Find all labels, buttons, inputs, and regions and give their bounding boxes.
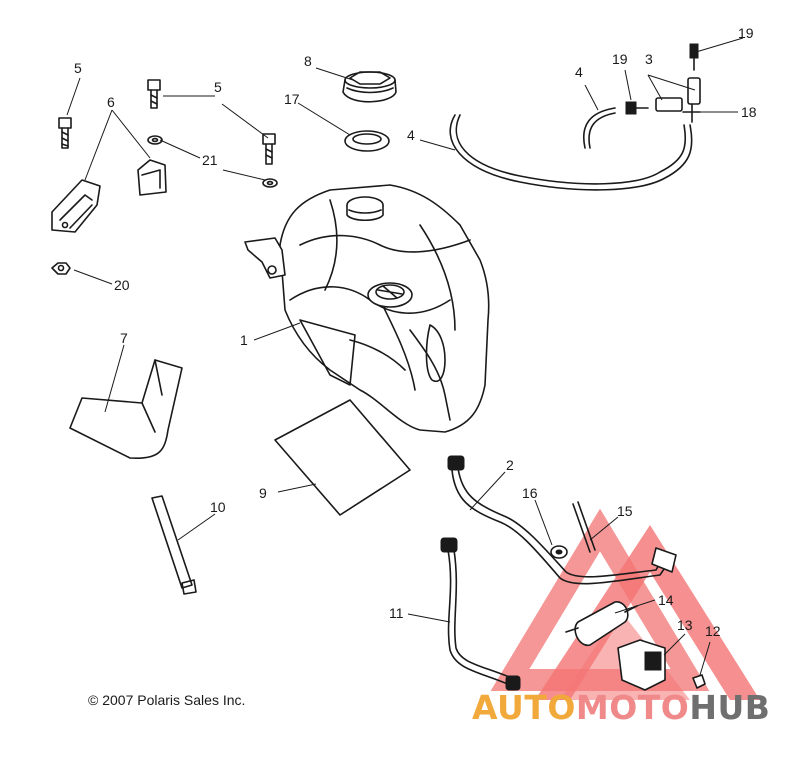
- fuel-line: [447, 455, 677, 585]
- callout-21: 21: [202, 152, 218, 168]
- cap-fitting-left: [625, 101, 649, 115]
- bolt-right: [262, 133, 276, 165]
- bolt-left: [58, 117, 72, 149]
- watermark-wordmark: AUTOMOTOHUB: [472, 688, 770, 727]
- nut: [51, 262, 71, 275]
- callout-13: 13: [677, 617, 693, 633]
- cap-gasket: [344, 130, 390, 152]
- callout-19-middle: 19: [612, 51, 628, 67]
- callout-14: 14: [658, 592, 674, 608]
- callout-2: 2: [506, 457, 514, 473]
- bracket-left: [51, 179, 101, 233]
- watermark-moto: MOTO: [575, 688, 690, 727]
- callout-6: 6: [107, 94, 115, 110]
- callout-5-right: 5: [214, 79, 222, 95]
- foam-sheet: [274, 399, 411, 516]
- callout-3: 3: [645, 51, 653, 67]
- tank-pad: [69, 359, 183, 459]
- bolt-top: [147, 79, 161, 109]
- callout-19-top: 19: [738, 25, 754, 41]
- callout-4-upper: 4: [575, 64, 583, 80]
- leader-lines: [66, 37, 744, 676]
- callout-11: 11: [389, 605, 404, 621]
- fuel-cap: [342, 71, 397, 103]
- callout-16: 16: [522, 485, 538, 501]
- filter-bracket: [617, 639, 666, 691]
- check-valve: [655, 97, 683, 112]
- watermark-auto: AUTO: [472, 688, 576, 727]
- copyright-notice: © 2007 Polaris Sales Inc.: [88, 692, 246, 708]
- callout-8: 8: [304, 53, 312, 69]
- callout-12: 12: [705, 623, 721, 639]
- grommet: [550, 545, 568, 559]
- cap-fitting-top: [689, 43, 699, 71]
- callout-18: 18: [741, 104, 757, 120]
- callout-9: 9: [259, 485, 267, 501]
- bracket-right: [137, 159, 167, 196]
- watermark-hub: HUB: [689, 688, 771, 727]
- fuel-tank: [244, 184, 490, 433]
- callout-20: 20: [114, 277, 130, 293]
- washer-top: [147, 135, 163, 145]
- callout-7: 7: [120, 330, 128, 346]
- cable-tie: [151, 495, 197, 595]
- screw: [692, 674, 706, 689]
- callout-17: 17: [284, 91, 300, 107]
- callout-10: 10: [210, 499, 226, 515]
- callout-5-left: 5: [74, 60, 82, 76]
- fuel-filter: [565, 601, 638, 647]
- callout-4-lower: 4: [407, 127, 415, 143]
- breather-rod: [572, 501, 596, 553]
- vent-hose: [449, 107, 693, 191]
- callout-15: 15: [617, 503, 633, 519]
- callout-1: 1: [240, 332, 248, 348]
- fuel-return-line: [440, 537, 521, 691]
- washer-right: [262, 178, 278, 188]
- callout-labels: 1 2 3 4 4 5 5 6 7 8 9 10 11 12 13 14 15 …: [74, 25, 757, 639]
- hose-connector-tee: [682, 77, 701, 123]
